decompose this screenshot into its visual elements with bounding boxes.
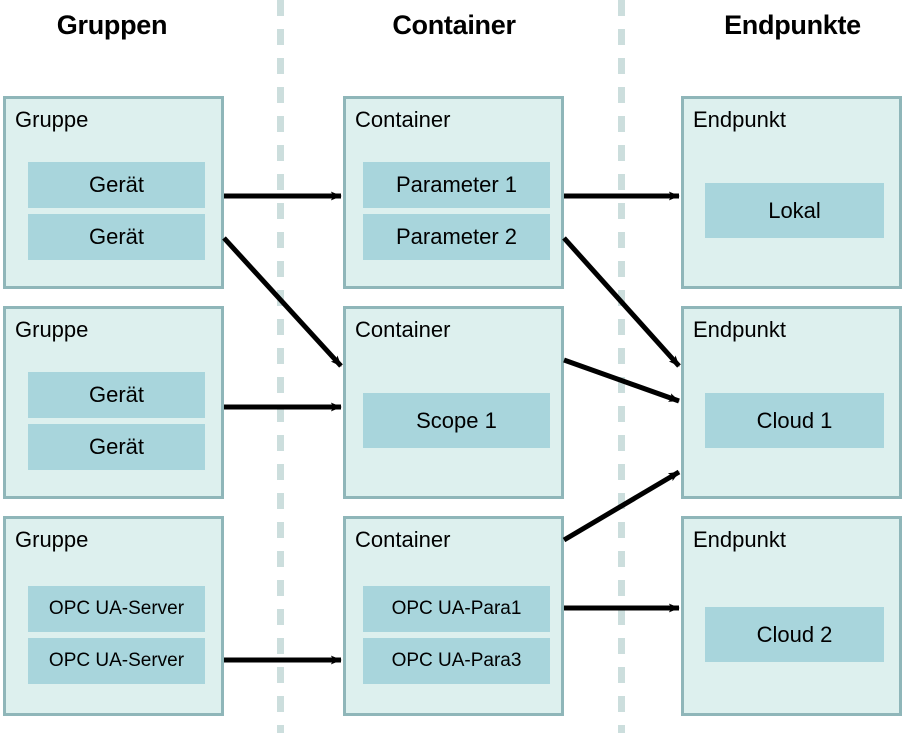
group-card-3-item-2[interactable]: OPC UA-Server: [28, 638, 205, 684]
endpoint-card-2-title: Endpunkt: [693, 317, 786, 342]
column-header-container: Container: [392, 10, 516, 40]
endpoint-card-1-title: Endpunkt: [693, 107, 786, 132]
endpoint-card-3-item-1[interactable]: Cloud 2: [705, 607, 884, 662]
container-card-2-title: Container: [355, 317, 451, 342]
group-card-1-item-2[interactable]: Gerät: [28, 214, 205, 260]
endpoint-card-3-title: Endpunkt: [693, 527, 786, 552]
container-card-1-item-1[interactable]: Parameter 1: [363, 162, 550, 208]
group-card-1[interactable]: Gruppe Gerät Gerät: [3, 96, 224, 289]
column-header-endpunkte: Endpunkte: [724, 10, 861, 40]
column-divider-right: [618, 0, 625, 733]
container-card-1-item-2[interactable]: Parameter 2: [363, 214, 550, 260]
container-card-3-item-1[interactable]: OPC UA-Para1: [363, 586, 550, 632]
group-card-1-title: Gruppe: [15, 107, 89, 132]
container-card-3[interactable]: Container OPC UA-Para1 OPC UA-Para3: [343, 516, 564, 716]
endpoint-card-1-item-1[interactable]: Lokal: [705, 183, 884, 238]
group-card-1-item-1[interactable]: Gerät: [28, 162, 205, 208]
endpoint-card-1[interactable]: Endpunkt Lokal: [681, 96, 902, 289]
group-card-2-title: Gruppe: [15, 317, 89, 342]
container-card-3-item-2[interactable]: OPC UA-Para3: [363, 638, 550, 684]
column-header-gruppen: Gruppen: [56, 10, 168, 40]
group-card-2[interactable]: Gruppe Gerät Gerät: [3, 306, 224, 499]
group-card-3-title: Gruppe: [15, 527, 89, 552]
column-divider-left: [277, 0, 284, 733]
endpoint-card-2-item-1[interactable]: Cloud 1: [705, 393, 884, 448]
endpoint-card-3[interactable]: Endpunkt Cloud 2: [681, 516, 902, 716]
container-card-1-title: Container: [355, 107, 451, 132]
group-card-3[interactable]: Gruppe OPC UA-Server OPC UA-Server: [3, 516, 224, 716]
group-card-3-item-1[interactable]: OPC UA-Server: [28, 586, 205, 632]
container-card-3-title: Container: [355, 527, 451, 552]
container-card-1[interactable]: Container Parameter 1 Parameter 2: [343, 96, 564, 289]
container-card-2-item-1[interactable]: Scope 1: [363, 393, 550, 448]
group-card-2-item-2[interactable]: Gerät: [28, 424, 205, 470]
container-card-2[interactable]: Container Scope 1: [343, 306, 564, 499]
group-card-2-item-1[interactable]: Gerät: [28, 372, 205, 418]
endpoint-card-2[interactable]: Endpunkt Cloud 1: [681, 306, 902, 499]
